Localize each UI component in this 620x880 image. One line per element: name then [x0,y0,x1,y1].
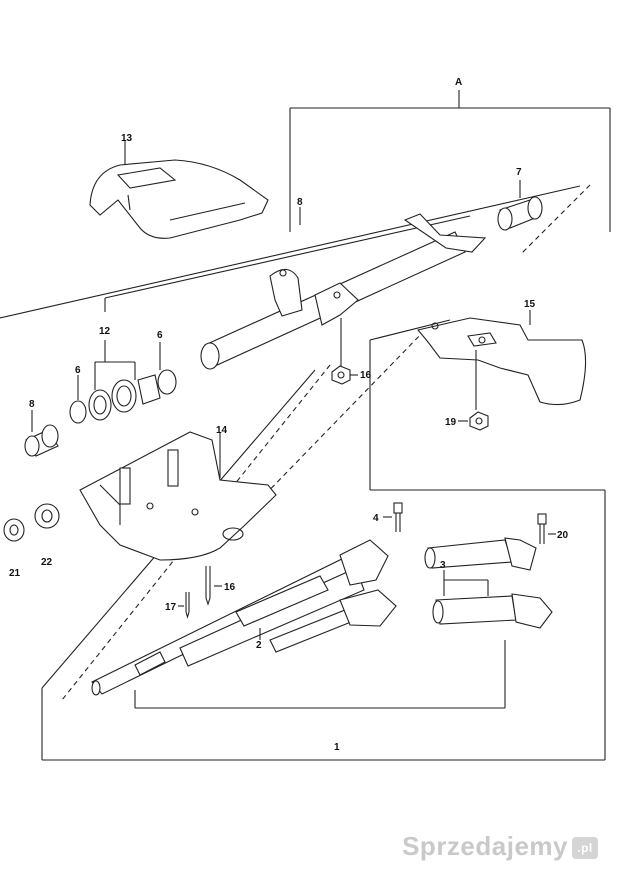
part-16-screw [205,566,222,606]
part-12-bearing-set [69,340,177,424]
part-22-washer [34,503,60,529]
label-8-lower: 8 [29,399,35,410]
part-16-nut-upper [331,318,358,385]
callout-labels: A 13 8 7 15 12 6 6 16 8 19 14 4 20 3 21 … [9,77,569,753]
label-4: 4 [373,513,379,524]
label-6-right: 6 [157,330,163,341]
part-4-bolt [383,502,403,532]
part-8-bushing-lower [24,410,59,457]
label-2: 2 [256,640,262,651]
watermark-badge: .pl [572,837,598,860]
part-7-bushing [497,180,543,231]
label-19: 19 [445,417,457,428]
watermark: Sprzedajemy.pl [402,831,598,862]
part-3-shafts [424,537,553,629]
label-17: 17 [165,602,177,613]
label-13: 13 [121,133,133,144]
label-22: 22 [41,557,53,568]
label-16-lower: 16 [224,582,236,593]
label-15: 15 [524,299,536,310]
part-21-washer [3,518,25,542]
part-15-mounting-bracket [417,310,587,410]
part-13-upper-shroud [89,140,269,239]
callout-a-bracket [0,90,611,319]
part-14-lower-shroud [79,431,277,561]
label-3: 3 [440,560,446,571]
part-17-screw [178,592,190,619]
part-2-main-shaft [91,539,397,696]
label-21: 21 [9,568,21,579]
part-8-column-tube [200,207,487,370]
part-20-bolt [537,513,556,544]
projection-lines [61,184,591,701]
label-1: 1 [334,742,340,753]
watermark-text: Sprzedajemy [402,831,568,861]
label-16-upper: 16 [360,370,372,381]
label-8-upper: 8 [297,197,303,208]
label-A: A [455,77,462,88]
label-12: 12 [99,326,111,337]
part-19-nut [458,411,489,431]
label-6-left: 6 [75,365,81,376]
label-20: 20 [557,530,569,541]
label-7: 7 [516,167,522,178]
label-14: 14 [216,425,228,436]
